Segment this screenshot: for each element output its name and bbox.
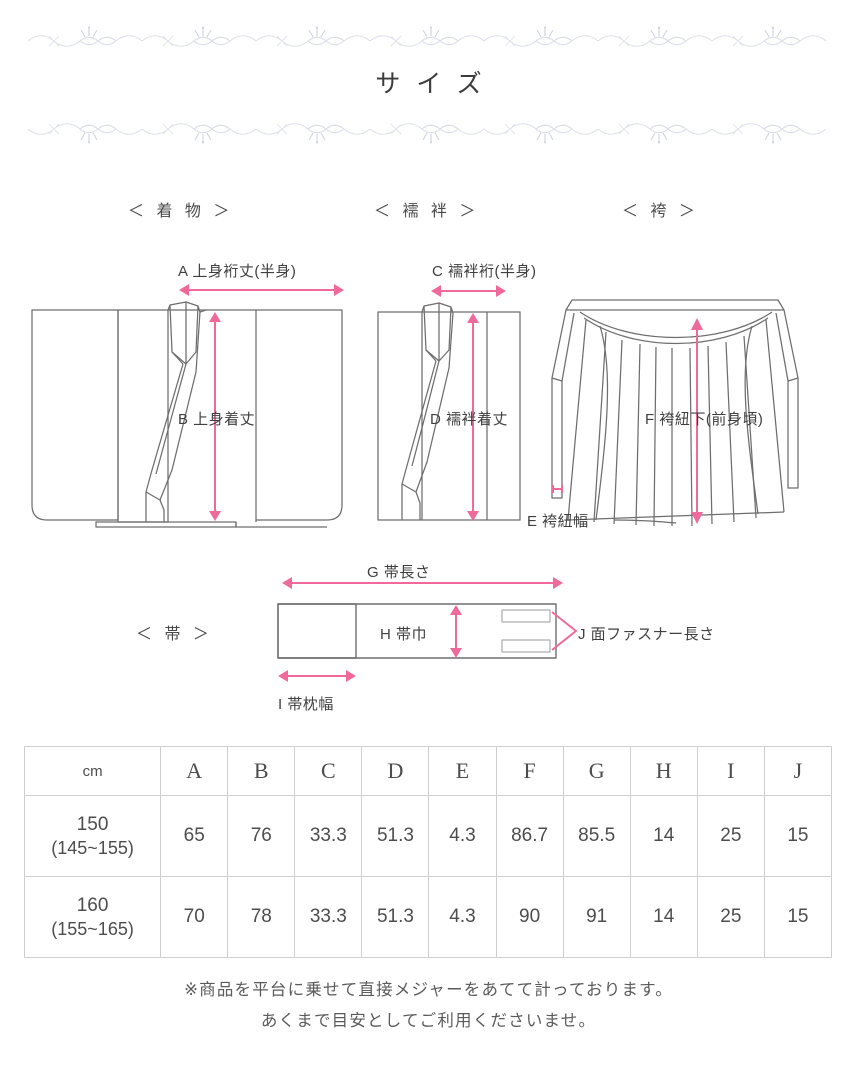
cell-c: 33.3 xyxy=(294,876,363,958)
cell-i: 25 xyxy=(696,795,765,877)
row-header-size: 150 (145~155) xyxy=(23,795,162,877)
column-header-a: A xyxy=(160,746,229,796)
column-header-e: E xyxy=(428,746,497,796)
column-header-c: C xyxy=(294,746,363,796)
section-caption-kimono: ＜ 着 物 ＞ xyxy=(128,203,234,220)
section-caption-juban: ＜ 襦 袢 ＞ xyxy=(374,203,480,220)
measure-label-h: H 帯巾 xyxy=(380,626,428,643)
obi-figure xyxy=(277,603,557,659)
cell-e: 4.3 xyxy=(428,876,497,958)
row-size-range: (155~165) xyxy=(51,918,134,939)
obi-dimension-arrows xyxy=(278,577,577,682)
column-header-g: G xyxy=(562,746,631,796)
measure-label-d: D 襦袢着丈 xyxy=(430,411,509,428)
measure-label-j: J 面ファスナー長さ xyxy=(578,626,715,643)
cell-j: 15 xyxy=(763,795,833,877)
cell-g: 91 xyxy=(562,876,631,958)
size-table: cm A B C D E F G H I J 150 (145~155) 65 … xyxy=(23,746,833,958)
cell-h: 14 xyxy=(629,876,698,958)
measure-label-c: C 襦袢裄(半身) xyxy=(432,263,537,280)
cell-i: 25 xyxy=(696,876,765,958)
cell-f: 90 xyxy=(495,876,564,958)
column-header-i: I xyxy=(696,746,765,796)
page-title: サイズ xyxy=(375,71,498,98)
cell-d: 51.3 xyxy=(361,795,430,877)
cell-e: 4.3 xyxy=(428,795,497,877)
cell-h: 14 xyxy=(629,795,698,877)
cell-d: 51.3 xyxy=(361,876,430,958)
table-row: 150 (145~155) 65 76 33.3 51.3 4.3 86.7 8… xyxy=(23,795,833,877)
measure-label-f: F 袴紐下(前身頃) xyxy=(645,411,764,428)
garment-diagrams xyxy=(31,284,799,682)
column-header-h: H xyxy=(629,746,698,796)
hakama-figure xyxy=(551,299,799,527)
measure-label-g: G 帯長さ xyxy=(367,564,431,581)
row-size-value: 160 xyxy=(76,894,109,916)
table-row: 160 (155~165) 70 78 33.3 51.3 4.3 90 91 … xyxy=(23,876,833,958)
column-header-cm: cm xyxy=(23,746,162,796)
cell-b: 78 xyxy=(227,876,296,958)
table-header-row: cm A B C D E F G H I J xyxy=(23,746,833,796)
row-size-value: 150 xyxy=(76,813,109,835)
measure-label-a: A 上身裄丈(半身) xyxy=(178,263,297,280)
hakama-dimension-arrows xyxy=(552,318,703,524)
cell-g: 85.5 xyxy=(562,795,631,877)
column-header-f: F xyxy=(495,746,564,796)
section-caption-obi: ＜ 帯 ＞ xyxy=(136,626,213,643)
cell-b: 76 xyxy=(227,795,296,877)
measure-label-i: I 帯枕幅 xyxy=(278,696,334,713)
kimono-figure xyxy=(31,301,343,528)
section-caption-hakama: ＜ 袴 ＞ xyxy=(622,203,699,220)
footnote-line-2: あくまで目安としてご利用くださいませ。 xyxy=(260,1011,597,1030)
measure-label-b: B 上身着丈 xyxy=(178,411,256,428)
column-header-b: B xyxy=(227,746,296,796)
column-header-j: J xyxy=(763,746,833,796)
column-header-d: D xyxy=(361,746,430,796)
cell-j: 15 xyxy=(763,876,833,958)
footnote: ※商品を平台に乗せて直接メジャーをあてて計っております。 あくまで目安としてご利… xyxy=(0,975,857,1036)
cell-c: 33.3 xyxy=(294,795,363,877)
cell-f: 86.7 xyxy=(495,795,564,877)
measure-label-e: E 袴紐幅 xyxy=(527,513,589,530)
row-header-size: 160 (155~165) xyxy=(23,876,162,958)
kimono-dimension-arrows xyxy=(179,284,344,521)
cell-a: 65 xyxy=(160,795,229,877)
juban-figure xyxy=(377,302,521,521)
footnote-line-1: ※商品を平台に乗せて直接メジャーをあてて計っております。 xyxy=(184,981,673,999)
cell-a: 70 xyxy=(160,876,229,958)
juban-dimension-arrows xyxy=(431,285,506,521)
row-size-range: (145~155) xyxy=(51,837,134,858)
